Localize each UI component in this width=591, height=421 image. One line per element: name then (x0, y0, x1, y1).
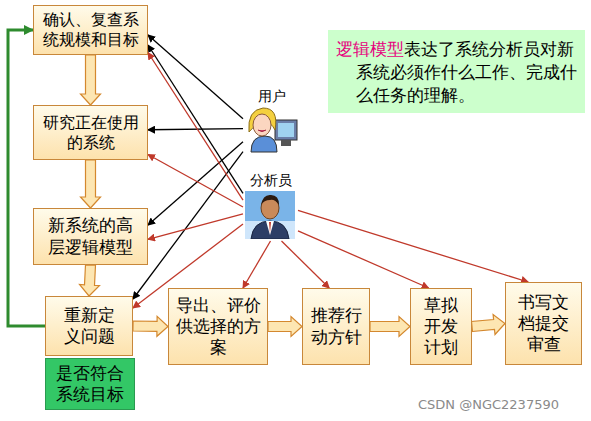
analyst-tie (269, 222, 271, 233)
analyst-skyline (245, 221, 295, 239)
user-line (148, 129, 243, 130)
box-label: 研究正在使用的系统 (37, 113, 144, 153)
user-line (148, 45, 243, 193)
process-box: 新系统的高层逻辑模型 (33, 208, 148, 265)
flow-arrow (268, 317, 302, 337)
flow-arrow (81, 160, 101, 208)
figure-label: 分析员 (250, 173, 292, 188)
user-body (251, 136, 277, 152)
flow-arrow (81, 55, 101, 105)
watermark: CSDN @NGC2237590 (418, 397, 559, 412)
analyst-line (148, 53, 243, 201)
process-box: 推荐行动方针 (302, 288, 370, 365)
analyst-line (243, 241, 271, 288)
box-label: 重新定义问题 (60, 305, 118, 348)
user-face (253, 114, 271, 136)
user-icon (245, 106, 299, 154)
analyst-line (282, 241, 330, 288)
analyst-icon (245, 191, 295, 239)
flow-arrow (472, 315, 506, 335)
user-line (148, 35, 243, 119)
flow-arrow (133, 316, 168, 336)
analyst-shirt (266, 221, 274, 235)
monitor (275, 120, 297, 140)
box-label: 确认、复查系统规模和目标 (37, 10, 144, 50)
decision-box: 是否符合系统目标 (45, 358, 135, 410)
process-box: 研究正在使用的系统 (33, 105, 148, 160)
box-label: 书写文档提交审查 (513, 292, 574, 356)
process-box: 书写文档提交审查 (505, 282, 582, 365)
process-box: 确认、复查系统规模和目标 (33, 5, 148, 55)
process-box: 草拟开发计划 (410, 288, 472, 365)
user-mouth (258, 130, 266, 132)
box-label: 草拟开发计划 (416, 295, 466, 359)
screen (278, 123, 294, 137)
process-box: 重新定义问题 (45, 296, 133, 356)
user-line (148, 142, 243, 225)
flow-arrow (370, 317, 410, 337)
feedback-line (8, 30, 45, 326)
flow-arrow (80, 265, 100, 296)
analyst-line (148, 155, 243, 208)
note-box: 逻辑模型表达了系统分析员对新系统必须作什么工作、完成什么任务的理解。 (328, 30, 585, 113)
box-label: 导出、评价供选择的方案 (175, 295, 261, 359)
note-keyword: 逻辑模型 (336, 39, 404, 59)
analyst-line (298, 231, 429, 288)
monitor-stand (281, 140, 291, 146)
analyst-hair (261, 195, 279, 205)
box-label: 是否符合系统目标 (54, 363, 126, 406)
figure-label: 用户 (258, 89, 286, 104)
analyst-figure: 分析员 (243, 173, 298, 241)
box-label: 推荐行动方针 (309, 305, 363, 348)
analyst-line (298, 210, 528, 282)
box-label: 新系统的高层逻辑模型 (40, 215, 141, 258)
user-figure: 用户 (243, 89, 301, 155)
process-box: 导出、评价供选择的方案 (168, 288, 268, 365)
analyst-suit (251, 221, 289, 239)
analyst-background (245, 191, 295, 239)
